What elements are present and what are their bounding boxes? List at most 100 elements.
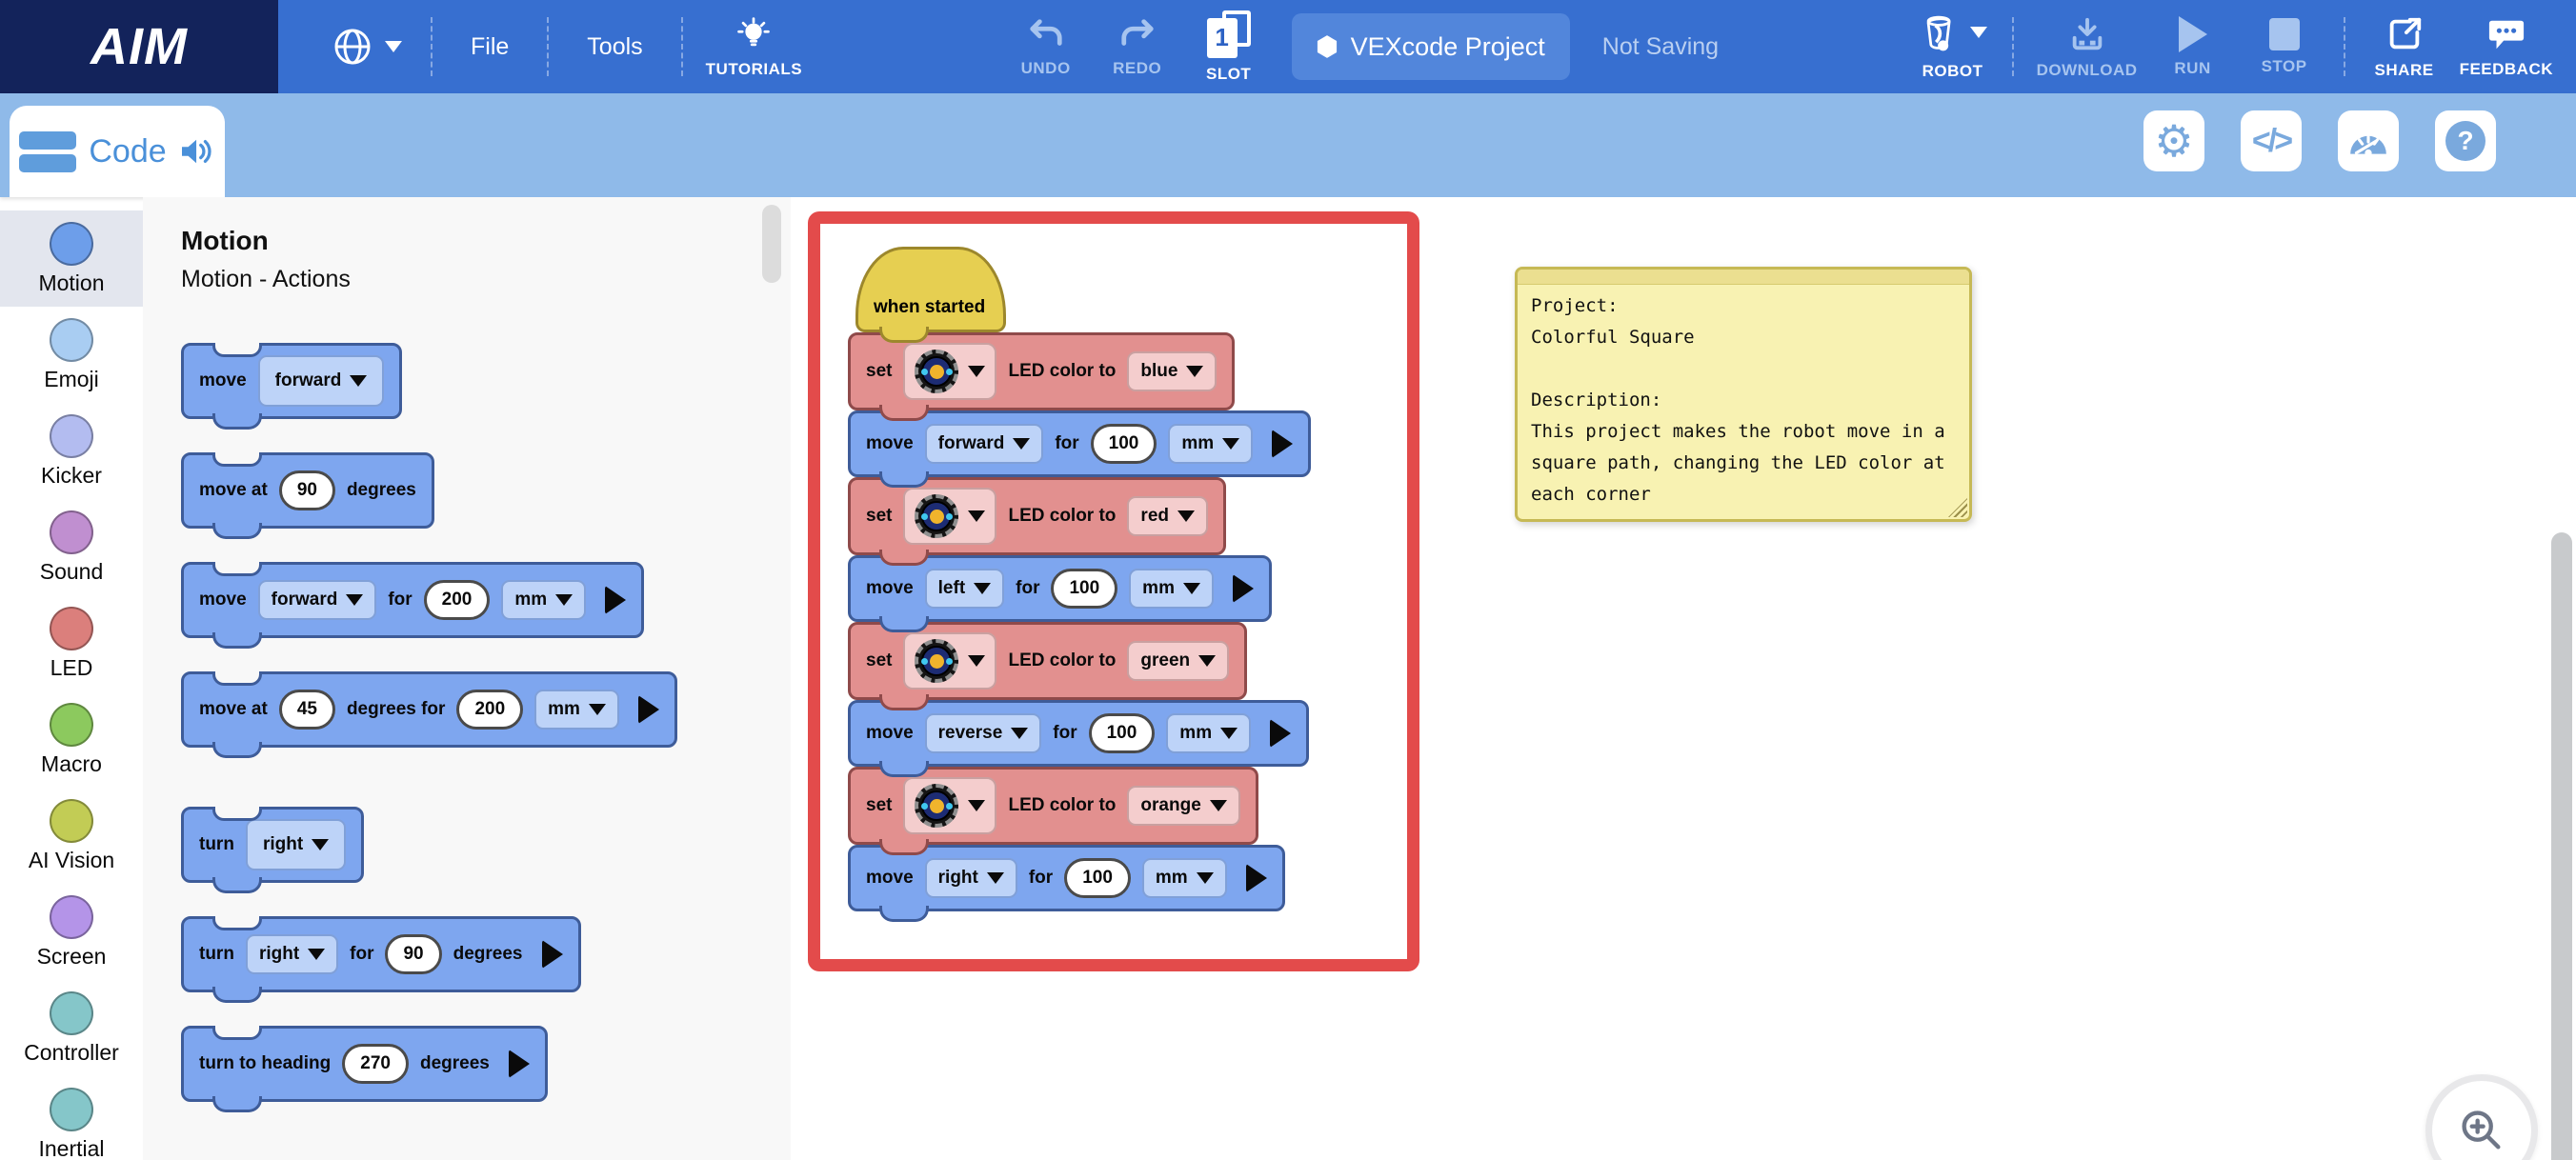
sidebar-item-controller[interactable]: Controller <box>0 980 143 1076</box>
degrees-input[interactable]: 90 <box>278 470 335 510</box>
distance-input[interactable]: 100 <box>1051 569 1118 609</box>
palette-scrollbar[interactable] <box>762 205 781 283</box>
set-led-color-block[interactable]: set LED color to blue <box>848 332 1236 421</box>
expand-arrow-icon[interactable] <box>1270 719 1292 748</box>
language-menu[interactable] <box>316 26 417 68</box>
robot-dropdown[interactable] <box>903 343 997 400</box>
run-button[interactable]: RUN <box>2147 15 2239 78</box>
palette-title: Motion <box>181 226 269 255</box>
unit-dropdown[interactable]: mm <box>1166 713 1252 753</box>
settings-button[interactable]: ⚙ <box>2143 110 2204 171</box>
distance-input[interactable]: 200 <box>423 580 491 620</box>
expand-arrow-icon[interactable] <box>508 1050 530 1078</box>
undo-icon <box>1030 18 1062 46</box>
direction-dropdown[interactable]: right <box>245 819 347 870</box>
feedback-button[interactable]: FEEDBACK <box>2450 15 2563 79</box>
direction-dropdown[interactable]: right <box>245 934 339 974</box>
direction-dropdown[interactable]: reverse <box>924 713 1042 753</box>
zoom-in-button[interactable] <box>2425 1074 2538 1160</box>
expand-arrow-icon[interactable] <box>1232 574 1254 603</box>
sidebar-item-screen[interactable]: Screen <box>0 884 143 980</box>
sidebar-item-led[interactable]: LED <box>0 595 143 691</box>
slot-button[interactable]: 1 SLOT <box>1183 10 1275 84</box>
undo-button[interactable]: UNDO <box>1000 16 1092 78</box>
workspace-canvas[interactable]: when started set LED color to blue move … <box>791 197 2576 1160</box>
aim-logo: AIM <box>0 0 278 93</box>
tab-code[interactable]: Code <box>10 106 225 197</box>
color-dropdown[interactable]: orange <box>1127 786 1240 826</box>
palette-block-turn-heading[interactable]: turn to heading 270 degrees <box>181 1026 548 1112</box>
share-button[interactable]: SHARE <box>2359 14 2450 80</box>
tools-menu[interactable]: Tools <box>587 32 643 60</box>
sidebar-item-motion[interactable]: Motion <box>0 210 143 307</box>
direction-dropdown[interactable]: forward <box>257 580 377 620</box>
direction-dropdown[interactable]: left <box>924 569 1005 609</box>
sticky-note-text[interactable]: Project: Colorful Square Description: Th… <box>1531 295 1945 505</box>
dashboard-button[interactable] <box>2338 110 2399 171</box>
workspace-scrollbar[interactable] <box>2551 532 2572 1160</box>
unit-dropdown[interactable]: mm <box>1141 858 1227 898</box>
palette-block-turn[interactable]: turn right <box>181 807 365 893</box>
heading-input[interactable]: 270 <box>342 1044 409 1084</box>
degrees-input[interactable]: 90 <box>385 934 442 974</box>
stop-button[interactable]: STOP <box>2239 17 2330 76</box>
set-led-color-block[interactable]: set LED color to red <box>848 477 1226 566</box>
palette-block-move-at[interactable]: move at 90 degrees <box>181 452 434 539</box>
help-button[interactable]: ? <box>2435 110 2496 171</box>
expand-arrow-icon[interactable] <box>1272 430 1294 458</box>
block-label: LED color to <box>1008 361 1117 381</box>
expand-arrow-icon[interactable] <box>605 586 627 614</box>
robot-button[interactable]: ROBOT <box>1907 13 1999 81</box>
sticky-note[interactable]: Project: Colorful Square Description: Th… <box>1515 267 1972 522</box>
degrees-input[interactable]: 45 <box>278 690 335 730</box>
unit-dropdown[interactable]: mm <box>1129 569 1214 609</box>
color-dropdown[interactable]: red <box>1127 496 1208 536</box>
expand-arrow-icon[interactable] <box>1245 864 1267 892</box>
when-started-hat-block[interactable]: when started <box>855 247 1006 343</box>
direction-dropdown[interactable]: forward <box>257 355 385 407</box>
direction-dropdown[interactable]: forward <box>924 424 1044 464</box>
robot-dropdown[interactable] <box>903 632 997 690</box>
color-dropdown[interactable]: blue <box>1127 351 1218 391</box>
sidebar-item-inertial[interactable]: Inertial <box>0 1076 143 1160</box>
divider <box>431 17 433 76</box>
project-name-button[interactable]: VEXcode Project <box>1291 13 1570 80</box>
file-menu[interactable]: File <box>471 32 510 60</box>
sidebar-item-kicker[interactable]: Kicker <box>0 403 143 499</box>
set-led-color-block[interactable]: set LED color to green <box>848 622 1248 710</box>
redo-button[interactable]: REDO <box>1092 16 1183 78</box>
palette-block-turn-for[interactable]: turn right for 90 degrees <box>181 916 581 1003</box>
download-button[interactable]: DOWNLOAD <box>2027 14 2147 80</box>
expand-arrow-icon[interactable] <box>637 695 659 724</box>
distance-input[interactable]: 100 <box>1090 424 1157 464</box>
stop-icon <box>2268 17 2300 50</box>
distance-input[interactable]: 100 <box>1064 858 1131 898</box>
block-label: for <box>1053 723 1077 743</box>
view-code-button[interactable]: </> <box>2241 110 2302 171</box>
palette-block-move[interactable]: move forward <box>181 343 403 430</box>
palette-block-move-for[interactable]: move forward for 200 mm <box>181 562 645 649</box>
hexagon-icon <box>1317 35 1337 58</box>
unit-dropdown[interactable]: mm <box>501 580 587 620</box>
speaker-icon[interactable] <box>179 136 215 167</box>
expand-arrow-icon[interactable] <box>541 940 563 969</box>
move-block[interactable]: move forward for 100 mm <box>848 410 1312 488</box>
sidebar-item-ai-vision[interactable]: AI Vision <box>0 788 143 884</box>
sidebar-item-sound[interactable]: Sound <box>0 499 143 595</box>
direction-dropdown[interactable]: right <box>924 858 1017 898</box>
palette-block-move-at-for[interactable]: move at 45 degrees for 200 mm <box>181 671 677 758</box>
tutorials-button[interactable]: TUTORIALS <box>696 15 812 79</box>
distance-input[interactable]: 200 <box>456 690 524 730</box>
move-block[interactable]: move right for 100 mm <box>848 845 1285 922</box>
set-led-color-block[interactable]: set LED color to orange <box>848 767 1258 855</box>
move-block[interactable]: move reverse for 100 mm <box>848 700 1310 777</box>
sidebar-item-emoji[interactable]: Emoji <box>0 307 143 403</box>
move-block[interactable]: move left for 100 mm <box>848 555 1272 632</box>
robot-dropdown[interactable] <box>903 488 997 545</box>
unit-dropdown[interactable]: mm <box>534 690 619 730</box>
robot-dropdown[interactable] <box>903 777 997 834</box>
color-dropdown[interactable]: green <box>1127 641 1230 681</box>
unit-dropdown[interactable]: mm <box>1168 424 1254 464</box>
sidebar-item-macro[interactable]: Macro <box>0 691 143 788</box>
distance-input[interactable]: 100 <box>1088 713 1156 753</box>
